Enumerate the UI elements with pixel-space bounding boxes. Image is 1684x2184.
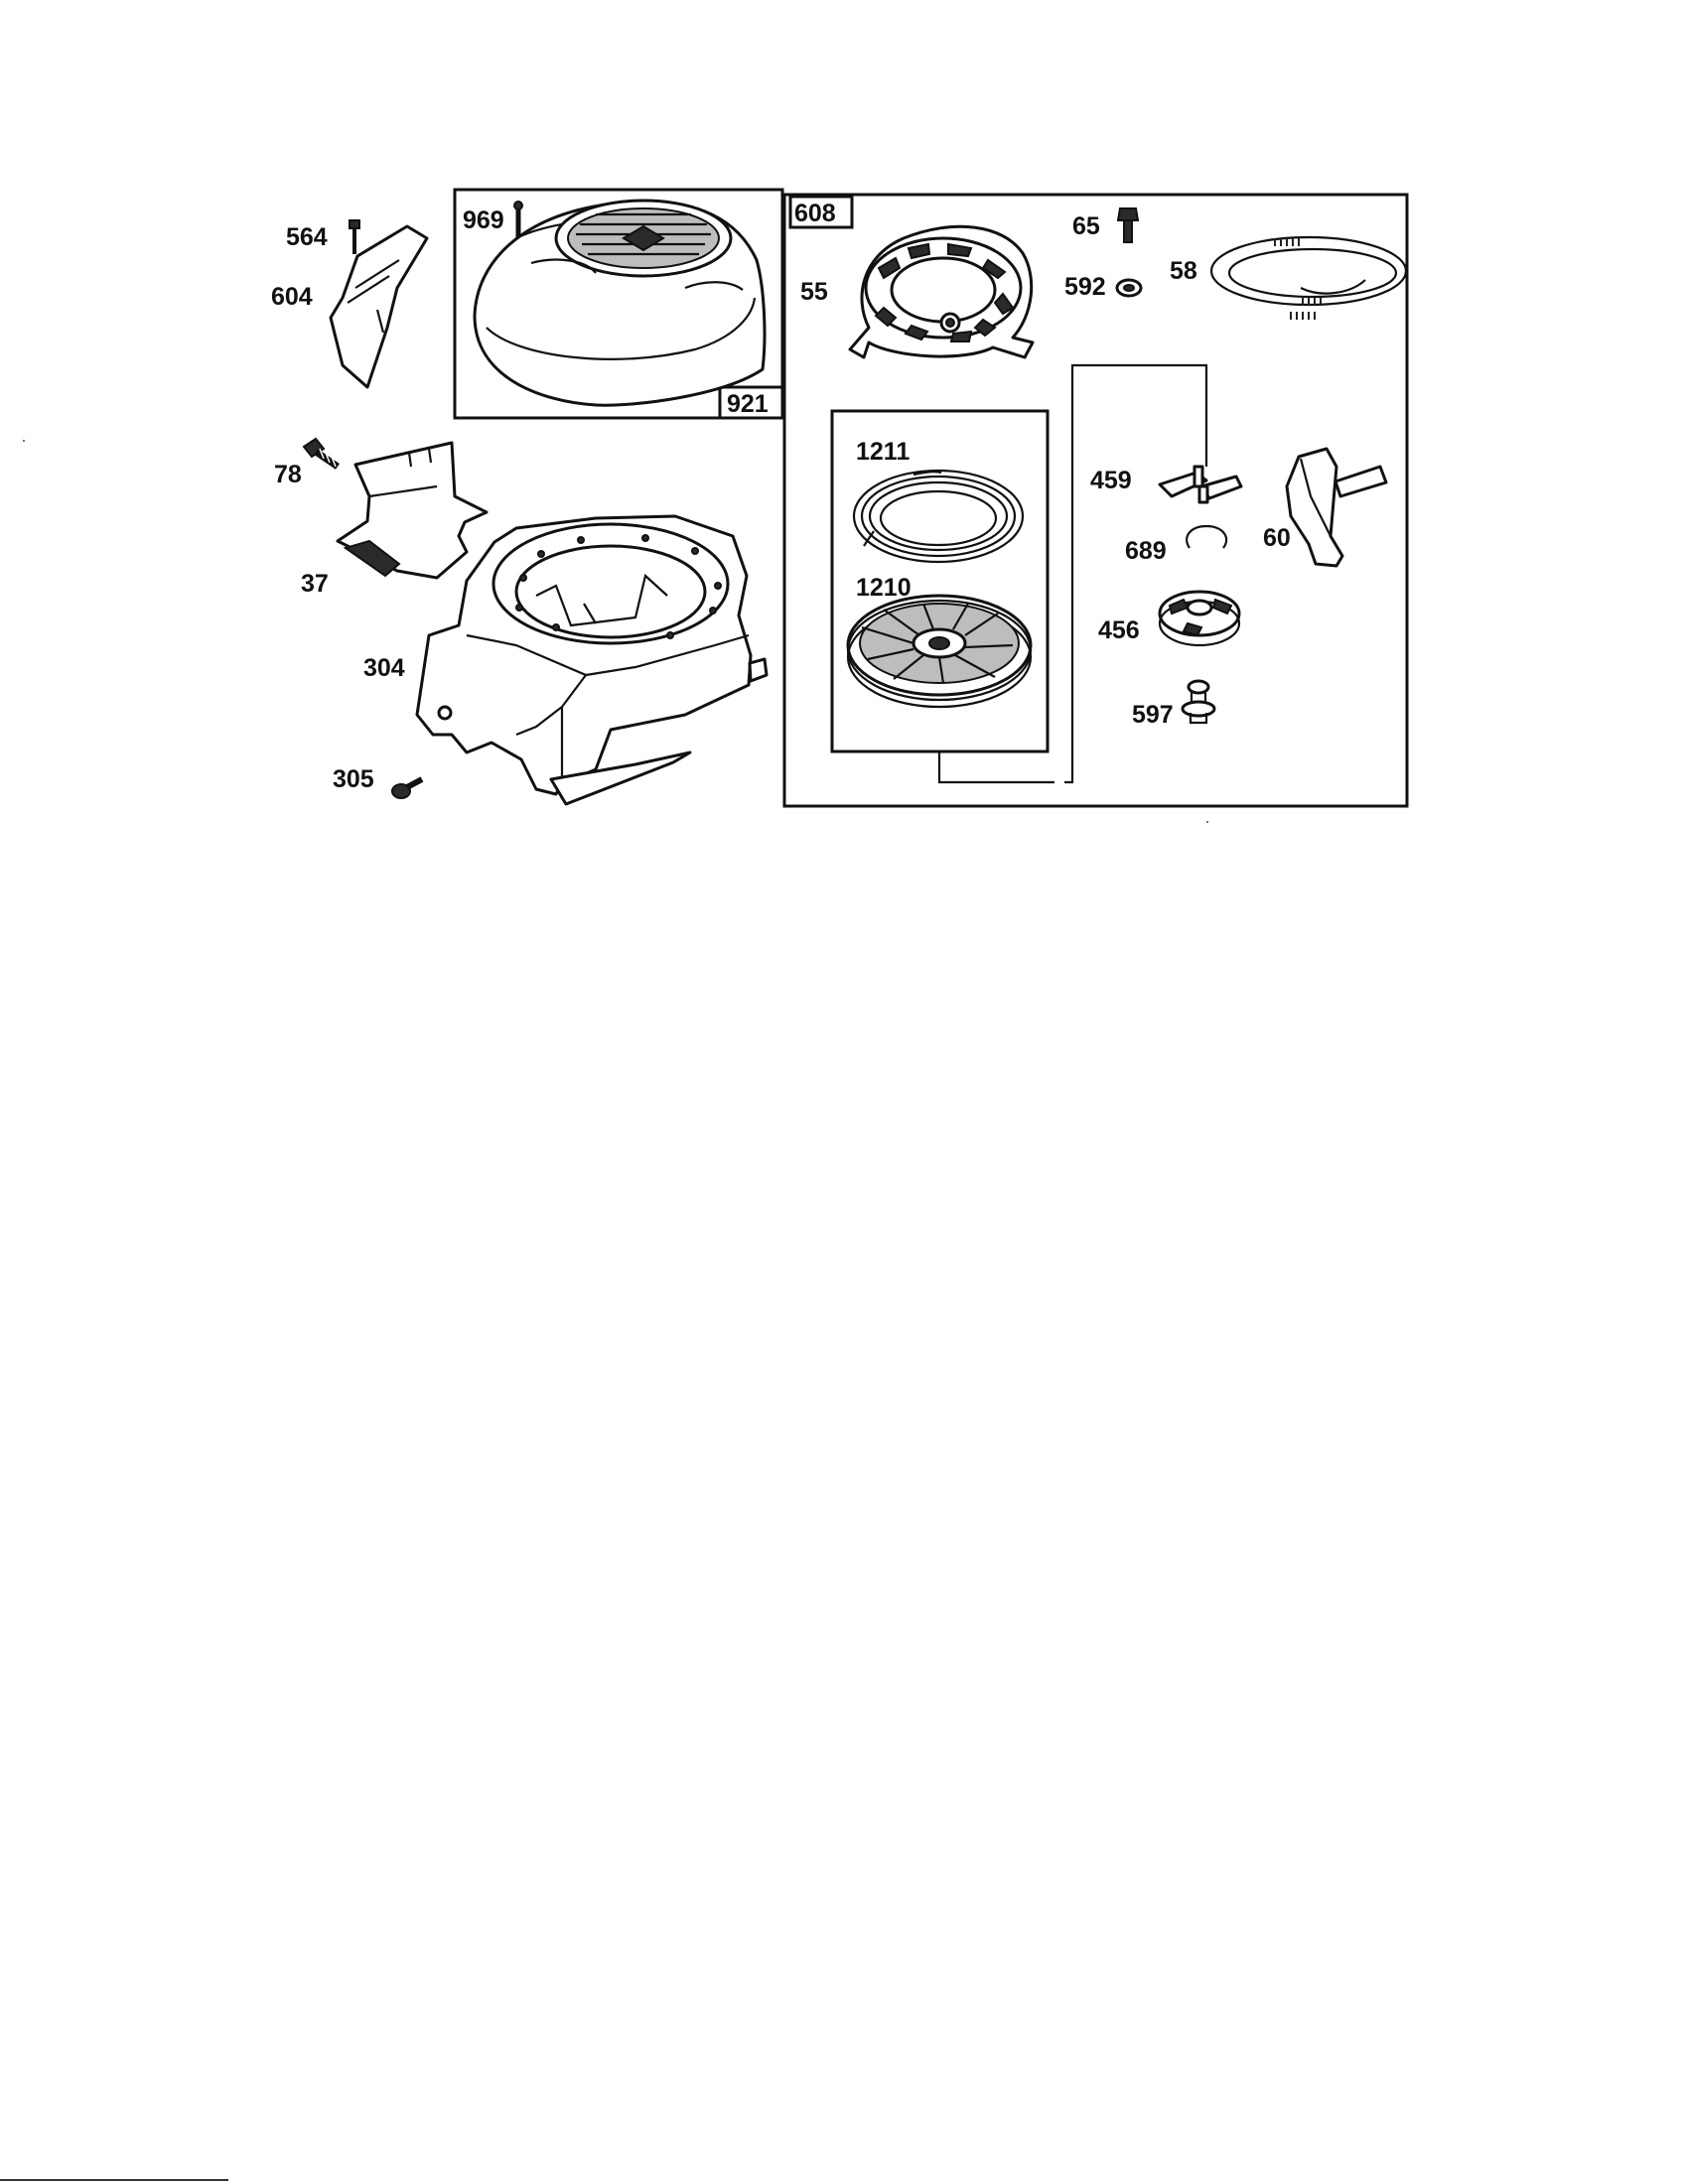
screw-564 (349, 219, 360, 254)
baffle-37 (336, 441, 489, 580)
cover-assembly-frame (453, 188, 784, 420)
callout-65: 65 (1072, 212, 1100, 240)
pulley-1210 (846, 594, 1033, 709)
callout-1211: 1211 (856, 438, 910, 466)
callout-604: 604 (271, 283, 313, 311)
callout-box-608 (788, 195, 854, 229)
callout-55: 55 (800, 278, 828, 306)
handle-60 (1285, 447, 1388, 568)
spring-1211 (852, 469, 1025, 564)
callout-592: 592 (1064, 273, 1106, 301)
pawl-459 (1158, 465, 1243, 504)
deflector-604 (329, 224, 429, 389)
blower-housing-304 (415, 514, 769, 806)
callout-969: 969 (463, 206, 504, 234)
callout-1210: 1210 (856, 574, 912, 602)
clip-689 (1186, 524, 1228, 549)
screw-969 (513, 201, 523, 240)
callout-37: 37 (301, 570, 329, 598)
callout-608: 608 (794, 200, 836, 227)
callout-60: 60 (1263, 524, 1291, 552)
bolt-65 (1116, 207, 1140, 243)
scan-speck (23, 440, 25, 442)
screw-305 (391, 776, 424, 799)
callout-689: 689 (1125, 537, 1167, 565)
callout-921: 921 (727, 390, 769, 418)
callout-box-921 (718, 385, 784, 420)
starter-assembly-frame (782, 193, 1409, 808)
engine-cover-921 (473, 199, 767, 407)
callout-305: 305 (333, 765, 374, 793)
callout-78: 78 (274, 461, 302, 488)
leader-line (937, 363, 1208, 784)
callout-58: 58 (1170, 257, 1197, 285)
callout-304: 304 (363, 654, 405, 682)
callout-459: 459 (1090, 467, 1132, 494)
screw-597 (1181, 679, 1216, 725)
starter-housing-55 (848, 224, 1035, 359)
rope-58 (1209, 235, 1408, 320)
ratchet-456 (1158, 590, 1241, 647)
nut-592 (1115, 278, 1143, 298)
bolt-78 (302, 437, 340, 470)
scan-speck (1206, 821, 1208, 823)
callout-564: 564 (286, 223, 328, 251)
callout-456: 456 (1098, 616, 1140, 644)
callout-597: 597 (1132, 701, 1174, 729)
